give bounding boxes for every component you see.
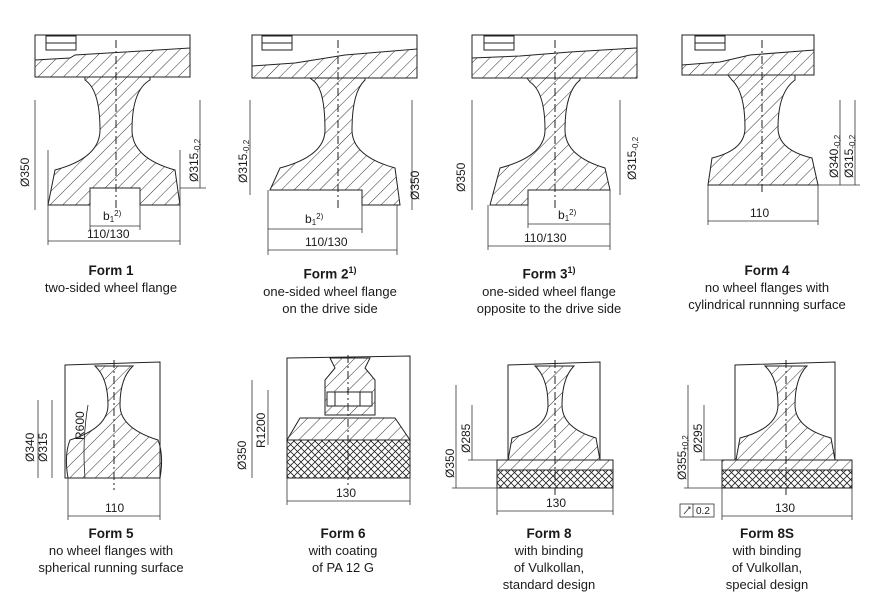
form-4-desc-line-2: cylindrical runnning surface	[688, 297, 846, 312]
form-8-desc-line-3: standard design	[502, 577, 596, 592]
form-2-desc-line-1: one-sided wheel flange	[263, 283, 397, 299]
form-6-desc-line-1: with coating	[308, 543, 378, 558]
form-8s-tolerance-value: 0.2	[696, 506, 710, 517]
form-6-title: Form 6	[320, 526, 366, 541]
form-2-desc-line-2: on the drive side	[282, 300, 378, 316]
form-4-caption: Form 4 no wheel flanges with cylindrical…	[662, 262, 872, 313]
form-1-drawing	[34, 34, 191, 210]
form-4-dim-d1: Ø340-0,2	[827, 134, 842, 178]
form-4-desc-line-1: no wheel flanges with	[704, 280, 830, 295]
form-3-desc-line-1: one-sided wheel flange	[482, 283, 616, 299]
form-6-dim-r: R1200	[254, 412, 268, 448]
form-8s-drawing	[721, 360, 853, 495]
form-8s-dim-d1: Ø355±0,2	[675, 435, 690, 480]
form-8-dim-d1: Ø350	[443, 448, 457, 478]
form-4-dimensions	[707, 100, 860, 225]
form-2-dim-b: b12)	[305, 212, 324, 227]
form-5-dim-width: 110	[105, 501, 124, 515]
form-5-dim-r: R600	[73, 411, 87, 440]
form-6-dimensions	[251, 380, 411, 505]
form-8-dim-d2: Ø285	[459, 423, 473, 453]
form-1-dim-d2: Ø315-0,2	[187, 138, 202, 182]
form-8-desc-line-2: of Vulkollan,	[513, 560, 585, 575]
form-3-drawing	[471, 34, 638, 210]
form-1-caption: Form 1 two-sided wheel flange	[6, 262, 216, 296]
form-2-drawing	[251, 34, 418, 210]
form-8s-desc-line-3: special design	[725, 577, 809, 592]
form-8s-dim-width: 130	[775, 501, 795, 515]
form-3-dim-b: b12)	[558, 208, 577, 223]
form-8-dimensions	[452, 385, 614, 515]
form-8-caption: Form 8 with binding of Vulkollan, standa…	[444, 525, 654, 593]
form-8-desc-line-1: with binding	[514, 543, 584, 558]
form-8s-caption: Form 8S with binding of Vulkollan, speci…	[662, 525, 872, 593]
form-8s-desc-line-2: of Vulkollan,	[731, 560, 803, 575]
form-2-dim-d1: Ø315-0,2	[236, 139, 251, 183]
form-8s-desc-line-1: with binding	[732, 543, 802, 558]
form-3-title: Form 31)	[522, 265, 576, 282]
form-5-caption: Form 5 no wheel flanges with spherical r…	[6, 525, 216, 576]
form-2-dim-d2: Ø350	[408, 170, 422, 200]
form-8s-title: Form 8S	[739, 526, 794, 541]
form-6-dim-width: 130	[336, 486, 356, 500]
form-5-dim-d2: Ø315	[36, 432, 50, 462]
form-5-dimensions	[37, 400, 161, 520]
form-2-dimensions	[249, 100, 413, 255]
form-8s-dimensions	[679, 385, 853, 520]
form-1-dim-d1: Ø350	[18, 157, 32, 187]
form-3-dim-d2: Ø315-0,2	[625, 136, 640, 180]
form-4-title: Form 4	[744, 263, 790, 278]
form-1-desc-line-1: two-sided wheel flange	[44, 280, 178, 295]
form-8s-dim-d2: Ø295	[691, 423, 705, 453]
form-3-dimensions	[471, 100, 621, 250]
form-4-drawing	[681, 34, 819, 192]
form-1-dim-b: b12)	[103, 209, 122, 224]
form-4-dim-d2: Ø315-0,2	[842, 134, 857, 178]
form-2-dim-width: 110/130	[305, 235, 348, 249]
form-2-title: Form 21)	[303, 265, 357, 282]
form-3-desc-line-2: opposite to the drive side	[476, 300, 622, 316]
form-8-title: Form 8	[526, 526, 572, 541]
form-6-drawing	[286, 355, 411, 485]
form-5-desc-line-1: no wheel flanges with	[48, 543, 174, 558]
form-2-caption: Form 21) one-sided wheel flange on the d…	[225, 262, 435, 317]
form-8-dim-width: 130	[546, 496, 566, 510]
form-1-dimensions	[34, 100, 206, 245]
form-6-caption: Form 6 with coating of PA 12 G	[238, 525, 448, 576]
form-5-dim-d1: Ø340	[23, 432, 37, 462]
form-8-drawing	[496, 360, 614, 495]
form-3-caption: Form 31) one-sided wheel flange opposite…	[444, 262, 654, 317]
form-3-dim-width: 110/130	[524, 231, 567, 245]
form-3-dim-d1: Ø350	[454, 162, 468, 192]
form-6-desc-line-2: of PA 12 G	[312, 560, 374, 575]
form-6-dim-d1: Ø350	[235, 440, 249, 470]
form-5-desc-line-2: spherical running surface	[38, 560, 184, 575]
form-4-dim-width: 110	[750, 206, 769, 220]
form-1-dim-width: 110/130	[87, 227, 130, 241]
form-5-title: Form 5	[88, 526, 134, 541]
form-1-title: Form 1	[88, 263, 134, 278]
